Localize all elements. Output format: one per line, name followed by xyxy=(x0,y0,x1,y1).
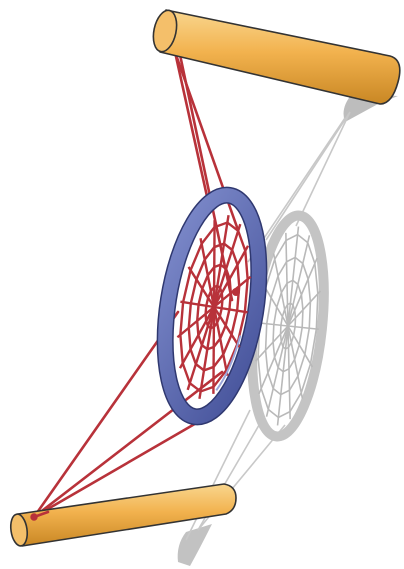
rope-group xyxy=(34,50,238,517)
center-knot xyxy=(232,288,240,296)
web-spoke xyxy=(180,302,214,307)
shadow-web-spoke xyxy=(288,227,298,326)
shadow-web-spoke xyxy=(278,326,288,425)
rope-bottom-1 xyxy=(34,312,178,517)
rope-top-2 xyxy=(175,52,210,210)
web-spoke xyxy=(214,307,248,312)
shadow-bottom-beam xyxy=(178,524,212,566)
shadow-web-spoke xyxy=(288,326,319,329)
